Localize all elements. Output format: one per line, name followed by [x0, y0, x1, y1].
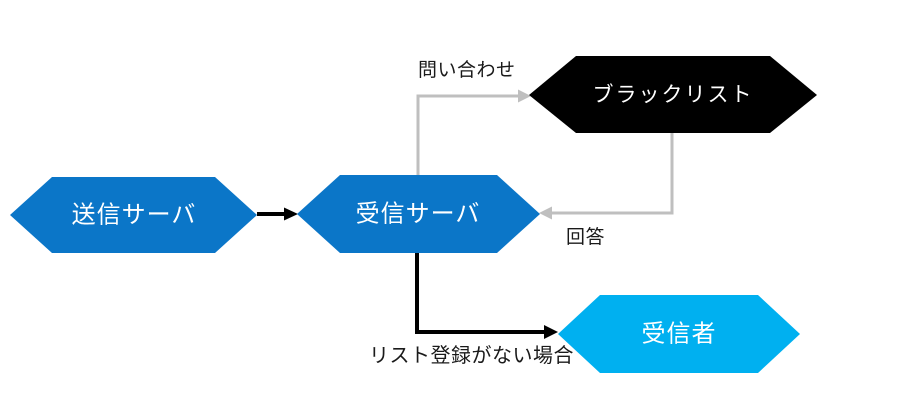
edge-not-listed-line [415, 253, 545, 334]
edge-inquiry-arrowhead [518, 89, 531, 103]
edge-answer-line [552, 133, 674, 215]
edge-not-listed-label: リスト登録がない場合 [369, 344, 574, 367]
node-sending-server-label: 送信サーバ [72, 202, 197, 229]
edge-answer-arrowhead [539, 206, 552, 220]
node-receiving-server [297, 175, 540, 253]
edge-inquiry-line [416, 94, 519, 175]
edge-inquiry-label: 問い合わせ [418, 59, 516, 81]
edge-answer-label: 回答 [566, 226, 605, 248]
node-sending-server [10, 177, 257, 253]
node-receiver [558, 295, 800, 373]
node-receiving-server-label: 受信サーバ [356, 201, 481, 228]
edge-send-to-receive-arrowhead [284, 207, 298, 221]
node-blacklist-label: ブラックリスト [593, 84, 754, 107]
node-blacklist [529, 56, 817, 133]
node-receiver-label: 受信者 [642, 321, 717, 348]
edge-not-listed-arrowhead [544, 325, 558, 339]
